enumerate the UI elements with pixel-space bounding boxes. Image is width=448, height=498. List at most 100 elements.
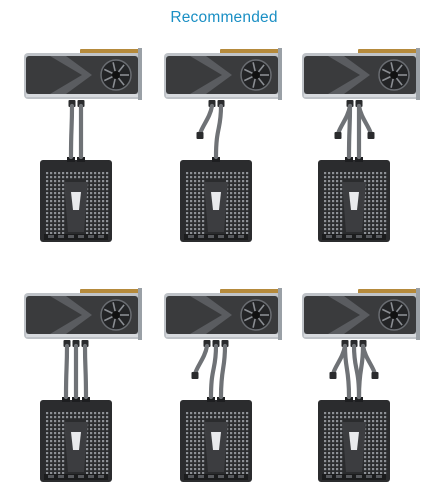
pcb-edge-connector — [80, 289, 142, 294]
power-cable — [213, 103, 224, 160]
card-bottom-edge — [166, 94, 278, 97]
power-cable — [356, 343, 366, 400]
power-cable — [342, 343, 352, 400]
power-supply — [318, 397, 390, 482]
recommended-heading: Recommended — [170, 9, 278, 26]
io-bracket — [416, 48, 420, 100]
psu-connector-strip — [44, 234, 108, 240]
power-cable-branch — [192, 343, 210, 377]
card-bottom-edge — [304, 94, 416, 97]
power-cable-branch — [197, 103, 215, 137]
graphics-card — [302, 288, 420, 340]
shroud-x-pattern — [50, 56, 92, 94]
psu-power-socket — [82, 397, 90, 402]
power-supply — [40, 397, 112, 482]
unused-cable-connector — [371, 372, 379, 379]
psu-power-socket — [67, 157, 75, 162]
psu-power-socket — [77, 157, 85, 162]
pcb-edge-connector — [358, 289, 420, 294]
unused-cable-connector — [334, 132, 342, 139]
gpu-psu-illustration — [164, 288, 282, 482]
io-bracket — [416, 288, 420, 340]
psu-badge — [71, 432, 81, 450]
psu-power-socket — [207, 397, 215, 402]
power-cable — [63, 343, 70, 400]
power-cables — [196, 100, 225, 160]
power-cable — [82, 343, 89, 400]
graphics-card — [302, 48, 420, 100]
psu-mesh-grille — [324, 172, 387, 235]
psu-badge — [211, 432, 221, 450]
power-cables — [191, 340, 229, 400]
shroud-x-pattern — [328, 56, 370, 94]
power-cables — [63, 340, 89, 400]
graphics-card — [164, 48, 282, 100]
psu-power-socket — [345, 157, 353, 162]
unused-cable-connector — [329, 372, 337, 379]
psu-power-socket — [212, 157, 220, 162]
gpu-psu-illustration — [302, 288, 420, 482]
configuration-panel-r1c2 — [160, 48, 290, 258]
psu-power-socket — [355, 157, 363, 162]
unused-cable-connector — [367, 132, 375, 139]
unused-cable-connector — [191, 372, 199, 379]
card-bottom-edge — [26, 94, 138, 97]
psu-power-socket — [355, 397, 363, 402]
pcb-edge-connector — [358, 49, 420, 54]
card-bottom-edge — [166, 334, 278, 337]
io-bracket — [278, 48, 282, 100]
psu-badge — [71, 192, 81, 210]
shroud-x-pattern — [50, 296, 92, 334]
psu-mesh-grille — [324, 412, 387, 475]
psu-mesh-grille — [46, 412, 109, 475]
configuration-panel-r2c3 — [298, 288, 428, 498]
configuration-panel-r2c1 — [20, 288, 150, 498]
io-bracket — [138, 48, 142, 100]
gpu-psu-illustration — [24, 288, 142, 482]
configuration-panel-r2c2 — [160, 288, 290, 498]
pcb-edge-connector — [220, 289, 282, 294]
pcb-edge-connector — [220, 49, 282, 54]
gpu-psu-illustration — [164, 48, 282, 242]
psu-connector-strip — [184, 474, 248, 480]
pcb-edge-connector — [80, 49, 142, 54]
shroud-x-pattern — [328, 296, 370, 334]
psu-power-socket — [62, 397, 70, 402]
gpu-psu-illustration — [302, 48, 420, 242]
psu-mesh-grille — [186, 172, 249, 235]
power-cable — [208, 343, 219, 400]
graphics-card — [164, 288, 282, 340]
gpu-psu-illustration — [24, 48, 142, 242]
psu-connector-strip — [322, 474, 386, 480]
psu-connector-strip — [322, 234, 386, 240]
power-cable-branch — [360, 343, 378, 377]
card-bottom-edge — [304, 334, 416, 337]
power-cables — [334, 100, 375, 160]
shroud-x-pattern — [190, 296, 232, 334]
power-supply — [180, 397, 252, 482]
psu-mesh-grille — [46, 172, 109, 235]
configuration-panel-r1c3 — [298, 48, 428, 258]
configuration-panel-r1c1 — [20, 48, 150, 258]
psu-mesh-grille — [186, 412, 249, 475]
power-cable-branch — [330, 343, 348, 377]
psu-badge — [211, 192, 221, 210]
card-bottom-edge — [26, 334, 138, 337]
power-cable-branch — [335, 103, 353, 137]
power-cable-branch — [356, 103, 374, 137]
io-bracket — [138, 288, 142, 340]
psu-power-socket — [345, 397, 353, 402]
shroud-x-pattern — [190, 56, 232, 94]
psu-connector-strip — [184, 234, 248, 240]
psu-badge — [349, 192, 359, 210]
psu-badge — [349, 432, 359, 450]
graphics-card — [24, 48, 142, 100]
power-supply — [318, 157, 390, 242]
power-supply — [180, 157, 252, 242]
unused-cable-connector — [196, 132, 204, 139]
power-cable — [68, 103, 75, 160]
io-bracket — [278, 288, 282, 340]
psu-connector-strip — [44, 474, 108, 480]
power-supply — [40, 157, 112, 242]
psu-power-socket — [217, 397, 225, 402]
